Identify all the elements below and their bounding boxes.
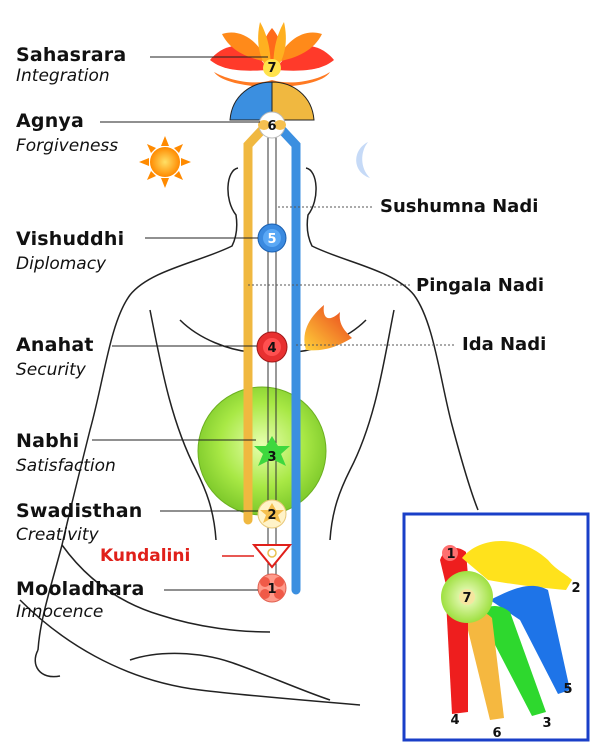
svg-text:3: 3: [267, 450, 276, 465]
svg-text:7: 7: [462, 591, 471, 606]
ida-nadi-label: Ida Nadi: [462, 334, 546, 355]
svg-text:6: 6: [267, 119, 276, 134]
chakra-2-quality: Creativity: [16, 525, 99, 545]
svg-text:5: 5: [267, 232, 276, 247]
svg-text:3: 3: [542, 716, 551, 731]
chakra-5-name: Vishuddhi: [16, 228, 124, 250]
svg-text:7: 7: [267, 61, 276, 76]
svg-text:1: 1: [267, 582, 276, 597]
pingala-nadi-label: Pingala Nadi: [416, 275, 544, 296]
chakra-5-quality: Diplomacy: [16, 254, 106, 274]
kundalini-label: Kundalini: [100, 546, 190, 566]
svg-text:2: 2: [571, 581, 580, 596]
chakra-4-quality: Security: [16, 360, 86, 380]
chakra-7-name: Sahasrara: [16, 44, 126, 66]
chakra-3-name: Nabhi: [16, 430, 79, 452]
chakra-7-marker: 7: [263, 59, 281, 77]
chakra-1-quality: Innocence: [16, 602, 103, 622]
svg-text:1: 1: [446, 547, 455, 562]
moon-icon: [356, 142, 370, 178]
hand-inset: 1 7 2 5 3 6 4: [404, 514, 588, 741]
svg-text:2: 2: [267, 508, 276, 523]
svg-text:6: 6: [492, 726, 501, 741]
svg-text:5: 5: [563, 682, 572, 697]
chakra-7-quality: Integration: [16, 66, 110, 86]
svg-text:4: 4: [267, 341, 276, 356]
chakra-6-name: Agnya: [16, 110, 84, 132]
chakra-2-name: Swadisthan: [16, 500, 142, 522]
chakra-4-marker: 4: [257, 332, 287, 362]
kundalini-triangle: [254, 545, 290, 567]
chakra-3-quality: Satisfaction: [16, 456, 116, 476]
svg-text:4: 4: [450, 713, 459, 728]
chakra-1-marker: 1: [258, 574, 286, 602]
sun-icon: [139, 136, 191, 188]
chakra-5-marker: 5: [258, 224, 286, 252]
flame-icon: [304, 305, 352, 350]
chakra-1-name: Mooladhara: [16, 578, 145, 600]
sahasrara-lotus: [210, 22, 334, 87]
sushumna-nadi-label: Sushumna Nadi: [380, 196, 538, 217]
chakra-4-name: Anahat: [16, 334, 94, 356]
chakra-6-marker: 6: [258, 112, 286, 138]
chakra-6-quality: Forgiveness: [16, 136, 118, 156]
chakra-2-marker: 2: [258, 500, 286, 528]
